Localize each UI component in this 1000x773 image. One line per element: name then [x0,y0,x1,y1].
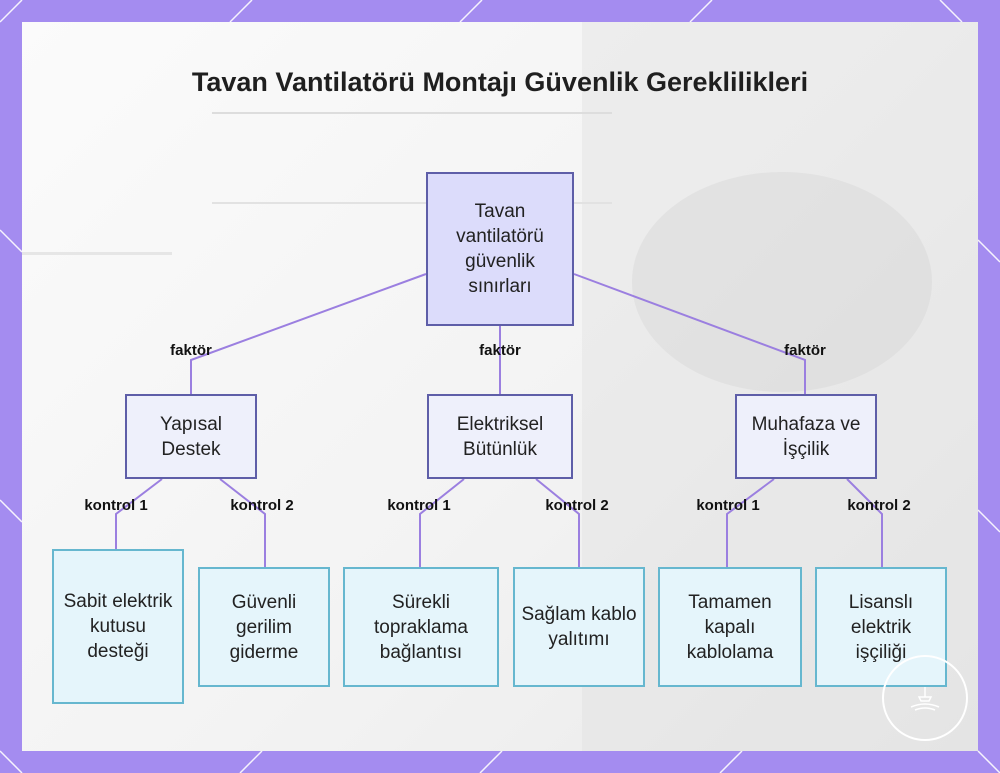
edge-f2-c1 [419,478,465,567]
control-node-label: Sağlam kablo yalıtımı [521,604,637,650]
edge-label-f3-c1: kontrol 1 [696,497,760,514]
factor-node-label: Muhafaza ve İşçilik [751,413,861,460]
edge-label-factor-1: faktör [170,342,212,359]
edge-label-f1-c2: kontrol 2 [230,497,294,514]
edge-label-factor-3: faktör [784,342,826,359]
root-node-label: Tavan vantilatörü güvenlik sınırları [456,201,544,297]
factor-node-label: Elektriksel Bütünlük [456,413,544,460]
diagram-title: Tavan Vantilatörü Montajı Güvenlik Gerek… [191,67,809,97]
edge-f3-c2 [846,478,883,567]
factor-node-label: Yapısal Destek [160,413,222,460]
factor-node-electrical: Elektriksel Bütünlük [427,394,573,479]
root-node: Tavan vantilatörü güvenlik sınırları [426,172,574,326]
edge-f2-c2 [535,478,580,567]
control-node-label: Sabit elektrik kutusu desteği [63,591,173,662]
edge-root-factor-3 [573,273,806,394]
control-node-label: Güvenli gerilim giderme [229,591,299,663]
edge-label-f2-c2: kontrol 2 [545,497,609,514]
edge-label-f2-c1: kontrol 1 [387,497,451,514]
control-node-label: Lisanslı elektrik işçiliği [848,591,914,663]
control-node-cable-insulation: Sağlam kablo yalıtımı [513,567,645,687]
control-node-enclosed-wiring: Tamamen kapalı kablolama [658,567,802,687]
control-node-label: Tamamen kapalı kablolama [686,591,774,663]
control-node-label: Sürekli topraklama bağlantısı [374,591,468,663]
edge-f1-c2 [219,478,266,567]
edge-label-f1-c1: kontrol 1 [84,497,148,514]
edge-label-f3-c2: kontrol 2 [847,497,911,514]
connector-lines [115,273,883,567]
control-node-strain-relief: Güvenli gerilim giderme [198,567,330,687]
factor-node-enclosure: Muhafaza ve İşçilik [735,394,877,479]
edge-root-factor-1 [190,273,427,394]
factor-node-structural: Yapısal Destek [125,394,257,479]
edge-label-factor-2: faktör [479,342,521,359]
edge-f3-c1 [726,478,775,567]
control-node-grounding: Sürekli topraklama bağlantısı [343,567,499,687]
edge-f1-c1 [115,478,163,549]
watermark-badge [882,655,968,741]
watermark-icon [910,687,940,711]
control-node-electric-box-support: Sabit elektrik kutusu desteği [52,549,184,704]
